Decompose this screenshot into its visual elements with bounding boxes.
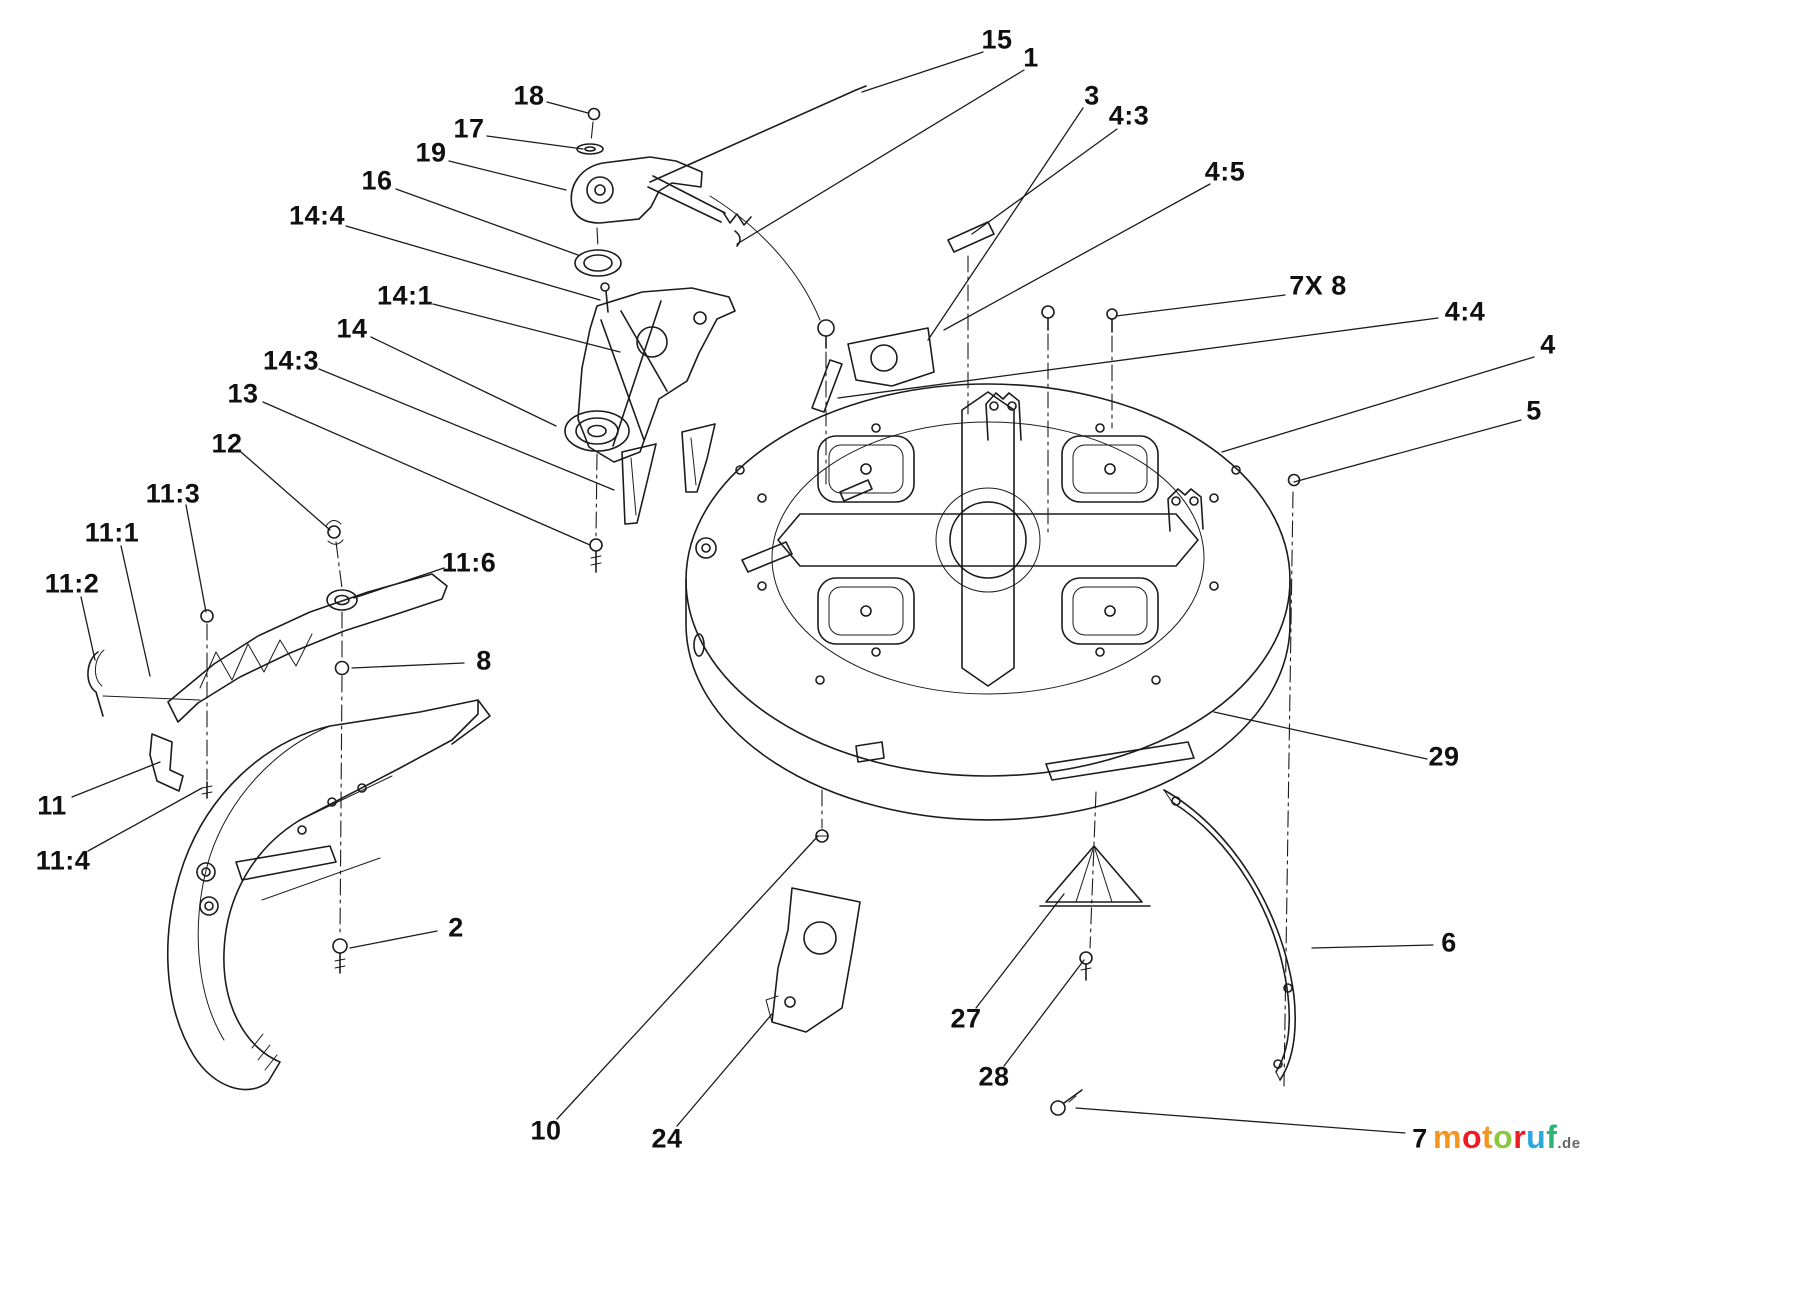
part-label-11-4: 11:4 [35, 845, 91, 876]
part-label-14-1: 14:1 [376, 280, 434, 311]
part-label-14-4: 14:4 [288, 200, 346, 231]
part-label-2: 2 [448, 912, 464, 943]
logo-letter-o2: o [1493, 1119, 1514, 1155]
part-label-11-6: 11:6 [441, 547, 497, 578]
part-label-6: 6 [1441, 927, 1457, 958]
part-label-15: 15 [981, 24, 1013, 55]
baffle-assembly [87, 520, 448, 937]
logo-letter-u: u [1526, 1119, 1547, 1155]
leader-lines [71, 51, 1535, 1134]
part-label-5: 5 [1526, 395, 1542, 426]
part-label-4: 4 [1540, 329, 1556, 360]
part-label-8: 8 [476, 645, 492, 676]
spindle-bracket-assembly [564, 282, 736, 573]
part-label-24: 24 [651, 1123, 683, 1154]
part-label-11: 11 [37, 790, 67, 821]
part-label-1: 1 [1023, 42, 1039, 73]
part-label-27: 27 [950, 1003, 982, 1034]
part-label-11-1: 11:1 [84, 517, 140, 548]
bottom-hardware [765, 789, 1297, 1116]
deck-shell [685, 383, 1291, 821]
part-label-11-3: 11:3 [145, 478, 201, 509]
part-label-14: 14 [336, 313, 368, 344]
part-label-10: 10 [530, 1115, 562, 1146]
part-label-4-3: 4:3 [1108, 100, 1150, 131]
motoruf-logo: motoruf.de [1433, 1119, 1581, 1156]
part-label-16: 16 [361, 165, 393, 196]
control-lever-assembly [570, 85, 867, 321]
part-label-7: 7 [1412, 1123, 1428, 1154]
part-label-12: 12 [211, 428, 243, 459]
part-label-13: 13 [227, 378, 259, 409]
part-label-19: 19 [415, 137, 447, 168]
part-label-18: 18 [513, 80, 545, 111]
logo-domain-suffix: .de [1557, 1135, 1581, 1152]
logo-letter-f: f [1546, 1119, 1558, 1155]
part-label-17: 17 [453, 113, 485, 144]
logo-letter-o1: o [1461, 1119, 1482, 1155]
part-label-28: 28 [978, 1061, 1010, 1092]
part-label-29: 29 [1428, 741, 1460, 772]
part-label-4-5: 4:5 [1204, 156, 1246, 187]
logo-letter-m: m [1433, 1119, 1462, 1155]
part-label-14-3: 14:3 [262, 345, 320, 376]
part-label-4-4: 4:4 [1444, 296, 1486, 327]
logo-letter-r: r [1513, 1119, 1527, 1155]
deck-top-hardware [811, 221, 1301, 1087]
part-label-11-2: 11:2 [44, 568, 100, 599]
part-label-7x8: 7X 8 [1289, 270, 1347, 301]
logo-letter-t: t [1482, 1119, 1494, 1155]
belt-cover-shell [166, 699, 491, 1091]
part-label-3: 3 [1084, 80, 1100, 111]
